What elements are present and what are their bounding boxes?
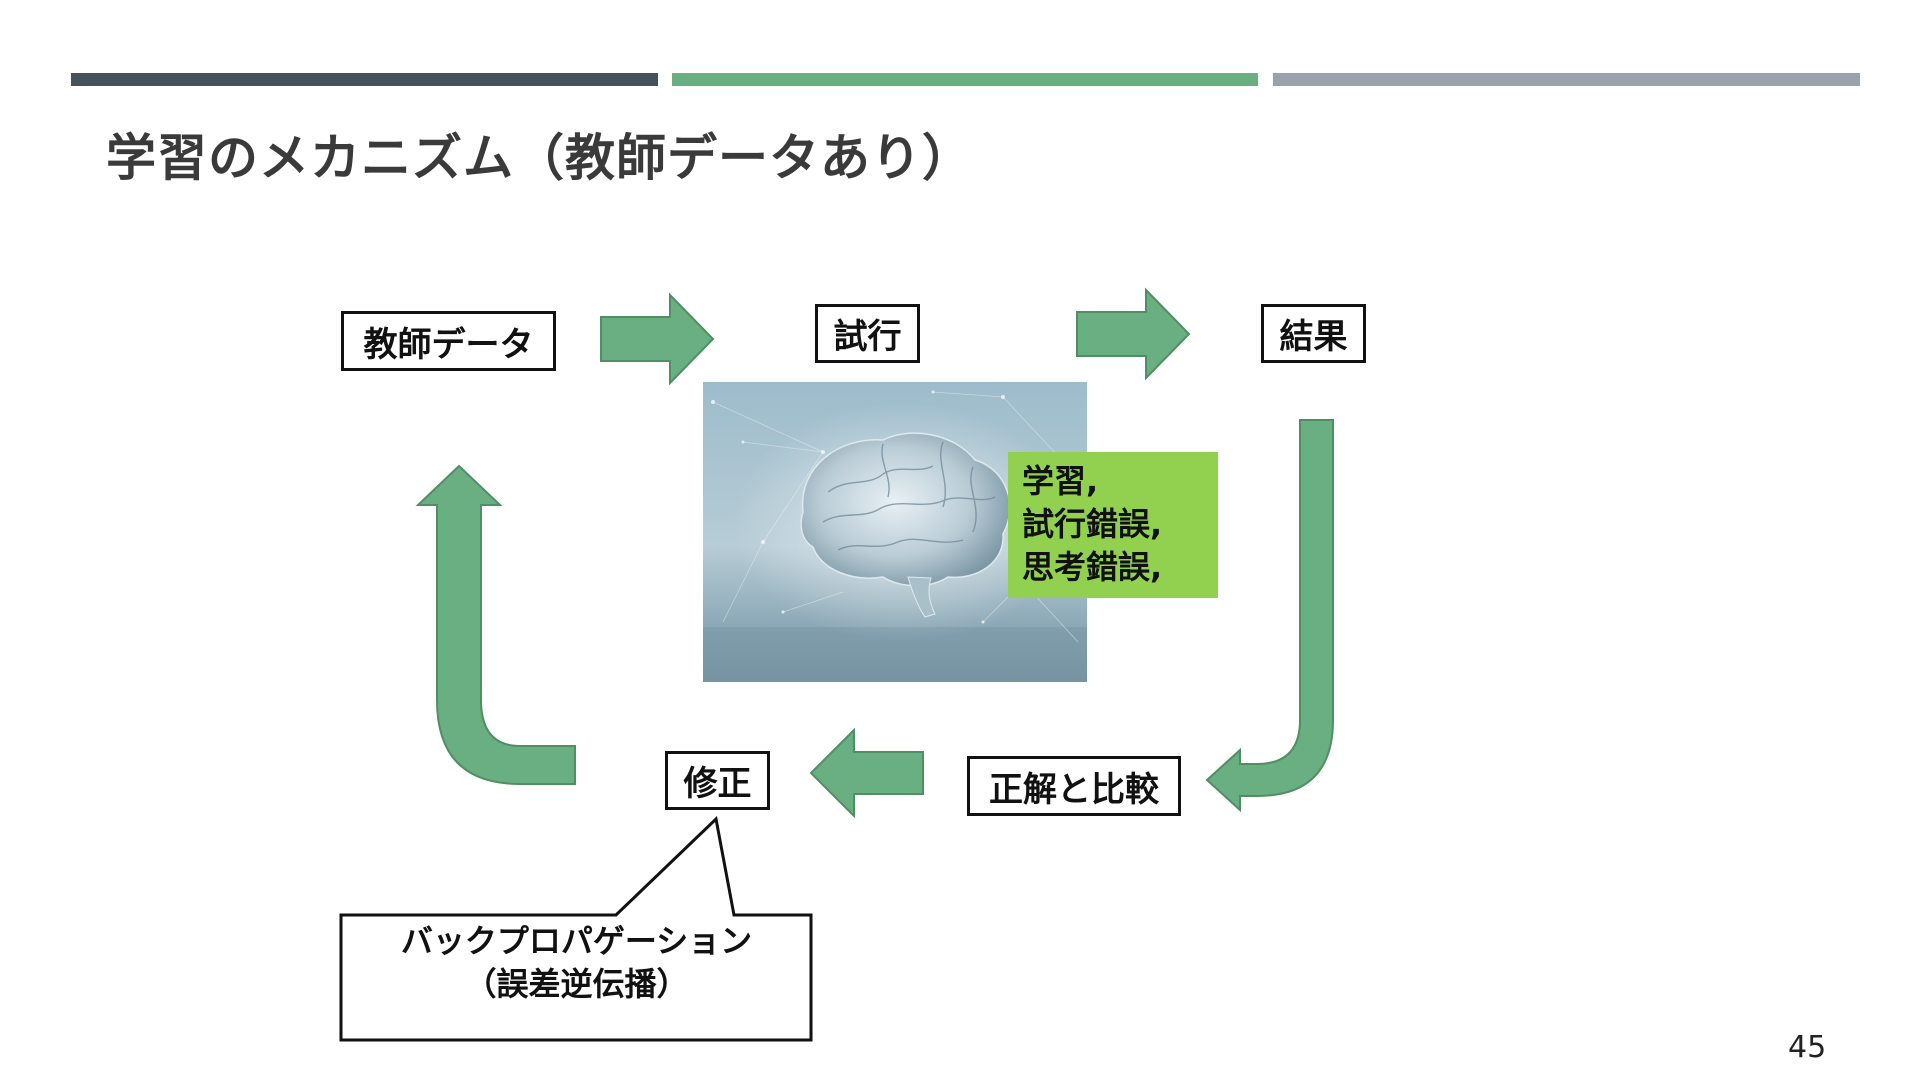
node-correction: 修正: [665, 751, 770, 810]
arrow-right-2: [1076, 287, 1191, 381]
slide-title: 学習のメカニズム（教師データあり）: [106, 129, 973, 187]
arrow-left-1: [809, 727, 924, 819]
brain-label: 学習, 試行錯誤, 思考錯誤,: [1008, 452, 1218, 598]
page-number: 45: [1788, 1030, 1827, 1065]
node-trial: 試行: [815, 304, 920, 363]
brain-shape: [800, 432, 1011, 587]
callout-line-1: バックプロパゲーション: [400, 922, 753, 960]
arrow-bent-down-left: [1205, 419, 1334, 813]
brain-label-line-2: 試行錯誤,: [1022, 505, 1163, 543]
arrow-bent-up: [415, 464, 576, 785]
header-bar-dark: [71, 73, 658, 86]
brain-label-line-3: 思考錯誤,: [1022, 548, 1163, 586]
node-result: 結果: [1261, 304, 1366, 363]
header-bar-gray: [1273, 73, 1860, 86]
brain-label-line-1: 学習,: [1022, 462, 1099, 500]
callout-line-2: （誤差逆伝播）: [464, 965, 689, 1003]
arrow-right-1: [600, 292, 715, 386]
brain-image: [703, 382, 1087, 682]
callout-shape: [339, 815, 813, 1042]
callout-text: バックプロパゲーション （誤差逆伝播）: [345, 920, 808, 1006]
node-teacher-data: 教師データ: [341, 311, 556, 371]
brain-picture-svg: [703, 382, 1087, 682]
node-compare: 正解と比較: [967, 756, 1181, 816]
header-bar-green: [672, 73, 1258, 86]
